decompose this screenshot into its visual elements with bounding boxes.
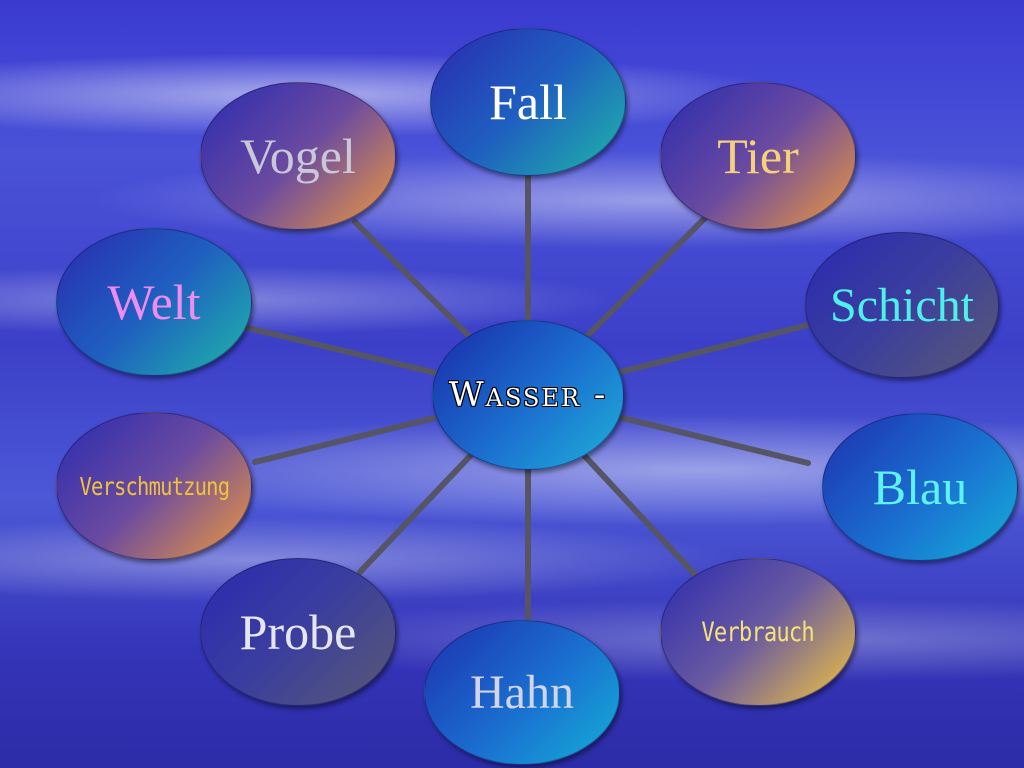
node-blau: Blau	[822, 413, 1018, 561]
node-label: Fall	[489, 74, 567, 130]
node-tier: Tier	[660, 82, 856, 230]
center-node: Wasser -	[432, 320, 624, 470]
node-verbrauch: Verbrauch	[660, 558, 856, 706]
node-schicht: Schicht	[805, 232, 999, 378]
node-label: Hahn	[470, 666, 574, 719]
node-label: Verschmutzung	[79, 471, 230, 501]
node-label: Probe	[239, 604, 357, 660]
node-label: Welt	[107, 274, 201, 330]
node-label: Vogel	[240, 128, 356, 184]
node-fall: Fall	[430, 28, 626, 176]
node-label: Blau	[872, 459, 968, 515]
node-vogel: Vogel	[200, 82, 396, 230]
node-verschmutzung: Verschmutzung	[56, 412, 252, 560]
node-hahn: Hahn	[424, 620, 620, 765]
center-label: Wasser -	[448, 375, 608, 415]
node-label: Schicht	[830, 278, 974, 332]
node-welt: Welt	[56, 228, 252, 376]
node-label: Verbrauch	[701, 616, 815, 648]
node-probe: Probe	[200, 558, 396, 706]
node-label: Tier	[717, 128, 799, 184]
